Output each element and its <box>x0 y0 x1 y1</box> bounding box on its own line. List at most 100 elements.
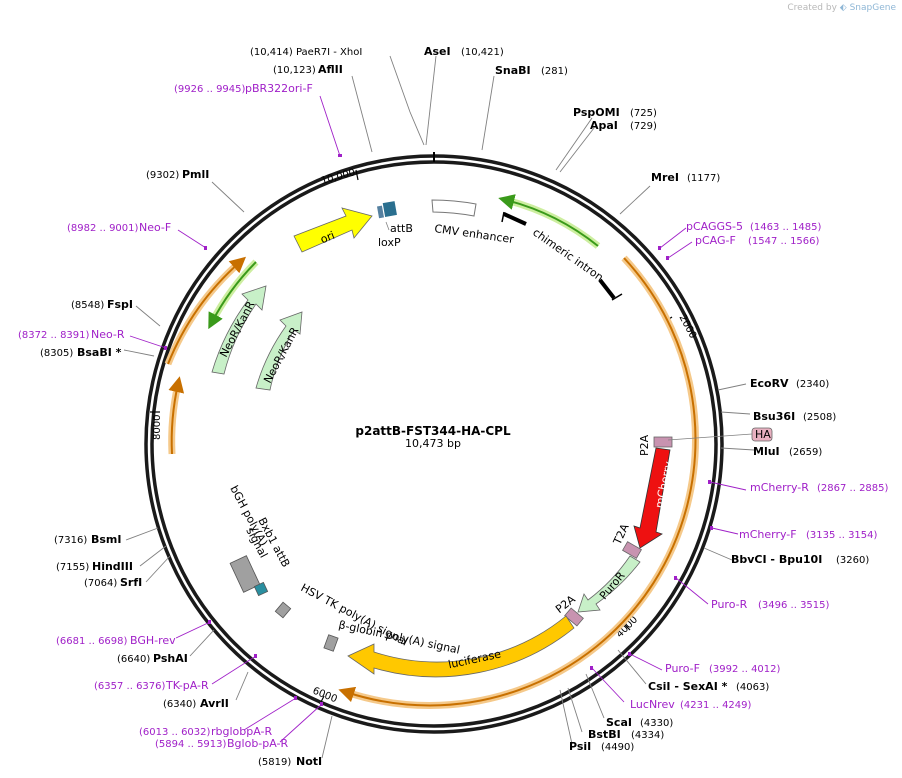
enzyme-srfi: SrfI <box>120 576 142 589</box>
enzyme-bbvci-pos: (3260) <box>836 555 869 566</box>
primer-lucnrev: LucNrev <box>630 698 675 711</box>
enzyme-mrei: MreI <box>651 171 679 184</box>
attB-label: attB <box>390 222 413 235</box>
enzyme-asei-pos: (10,421) <box>461 47 504 58</box>
enzyme-bbvci-bpu10i: BbvCI - Bpu10I <box>731 553 822 566</box>
tick-label-8000: 8000 <box>152 415 163 440</box>
primer-tk-pa-r-pos: (6357 .. 6376) <box>94 681 166 692</box>
primer-puro-f-pos: (3992 .. 4012) <box>709 664 781 675</box>
chimeric-intron-arc <box>498 194 601 249</box>
mcherry-feature: mCherry <box>633 447 675 549</box>
p2a-top-label: P2A <box>638 434 651 456</box>
ha-feature: HA <box>667 427 773 442</box>
enzyme-apai: ApaI <box>590 119 618 132</box>
primer-puro-f: Puro-F <box>665 662 700 675</box>
enzyme-pspomi: PspOMI <box>573 106 620 119</box>
ori-feature: ori <box>293 207 373 253</box>
enzyme-srfi-pos: (7064) <box>84 578 117 589</box>
enzyme-noti-pos: (5819) <box>258 757 291 768</box>
puror-feature: PuroR <box>577 555 641 613</box>
neo-green-arc <box>208 259 259 330</box>
primer-pcag-f-pos: (1547 .. 1566) <box>748 236 820 247</box>
primer-bglob-pa-r: Bglob-pA-R <box>227 737 289 750</box>
hsv-label: HSV TK poly(A) signal <box>299 581 410 648</box>
loxP-label: loxP <box>378 236 401 249</box>
enzyme-paer7i-xhoi: (10,414) PaeR7I - XhoI <box>250 47 362 58</box>
primer-pcag-f: pCAG-F <box>695 234 736 247</box>
enzyme-asei: AseI <box>424 45 451 58</box>
primer-puro-r-pos: (3496 .. 3515) <box>758 600 830 611</box>
primer-markers <box>164 154 713 706</box>
watermark-prefix: Created by <box>787 3 837 13</box>
enzyme-bsabi-pos: (8305) <box>40 348 73 359</box>
p2a-top-feature: P2A <box>638 434 673 456</box>
enzyme-bstbi: BstBI <box>588 728 621 741</box>
enzyme-aflii: AflII <box>318 63 343 76</box>
tick-label-2000: 2000 <box>677 313 699 341</box>
enzyme-apai-pos: (729) <box>630 121 657 132</box>
neo-feature-1: NeoR/KanR <box>211 285 267 375</box>
enzyme-aflii-pos: (10,123) <box>273 65 316 76</box>
enzyme-noti: NotI <box>296 755 322 768</box>
enzyme-leaders <box>123 55 755 759</box>
polyA-features: β-globin poly(A) signal HSV TK poly(A) s… <box>227 483 461 656</box>
enzyme-bsmi-pos: (7316) <box>54 535 87 546</box>
primer-puro-r: Puro-R <box>711 598 748 611</box>
primer-neo-r-pos: (8372 .. 8391) <box>18 330 90 341</box>
orange-arc-right <box>338 255 699 709</box>
primer-pcaggs-5: pCAGGS-5 <box>686 220 743 233</box>
primer-bgh-rev: BGH-rev <box>130 634 176 647</box>
ori-label: ori <box>318 229 336 246</box>
cmv-enhancer-feature: CMV enhancer <box>431 199 515 246</box>
primer-pbr322ori-f-pos: (9926 .. 9945) <box>174 84 246 95</box>
ha-label: HA <box>755 428 771 441</box>
chimeric-intron-label: chimeric intron <box>530 226 605 284</box>
enzyme-mlui: MluI <box>753 445 780 458</box>
enzyme-pshai: PshAI <box>153 652 188 665</box>
neo-feature-2: NeoR/KanR <box>255 311 303 391</box>
enzyme-avrii: AvrII <box>200 697 229 710</box>
enzyme-psii-pos: (4490) <box>601 742 634 753</box>
enzyme-snabi-pos: (281) <box>541 66 568 77</box>
enzyme-mrei-pos: (1177) <box>687 173 720 184</box>
enzyme-bsu36i-pos: (2508) <box>803 412 836 423</box>
enzyme-scai-pos: (4330) <box>640 718 673 729</box>
primer-pcaggs-5-pos: (1463 .. 1485) <box>750 222 822 233</box>
primer-mcherry-r-pos: (2867 .. 2885) <box>817 483 889 494</box>
primer-labels: (9926 .. 9945) pBR322ori-F (8982 .. 9001… <box>18 82 889 750</box>
enzyme-snabi: SnaBI <box>495 64 531 77</box>
enzyme-fspi: FspI <box>107 298 133 311</box>
enzyme-pspomi-pos: (725) <box>630 108 657 119</box>
primer-pbr322ori-f: pBR322ori-F <box>245 82 313 95</box>
orange-arc-left-upper <box>164 256 246 366</box>
primer-mcherry-f-pos: (3135 .. 3154) <box>806 530 878 541</box>
primer-mcherry-f: mCherry-F <box>739 528 797 541</box>
primer-neo-f-pos: (8982 .. 9001) <box>67 223 139 234</box>
primer-bgh-rev-pos: (6681 .. 6698) <box>56 636 128 647</box>
primer-bglob-pa-r-pos: (5894 .. 5913) <box>155 739 227 750</box>
cmv-enhancer-label: CMV enhancer <box>434 222 515 246</box>
enzyme-ecorv-pos: (2340) <box>796 379 829 390</box>
enzyme-pshai-pos: (6640) <box>117 654 150 665</box>
enzyme-fspi-pos: (8548) <box>71 300 104 311</box>
enzyme-pmli-pos: (9302) <box>146 170 179 181</box>
primer-neo-f: Neo-F <box>139 221 171 234</box>
enzyme-bsu36i: Bsu36I <box>753 410 795 423</box>
enzyme-avrii-pos: (6340) <box>163 699 196 710</box>
enzyme-bsabi: BsaBI * <box>77 346 122 359</box>
orange-arc-left-lower <box>168 376 185 455</box>
attB-feature: attB loxP <box>376 201 413 249</box>
enzyme-csii-pos: (4063) <box>736 682 769 693</box>
tick-label-10000: 10,000 <box>320 167 357 187</box>
enzyme-bsmi: BsmI <box>91 533 122 546</box>
enzyme-hindiii-pos: (7155) <box>56 562 89 573</box>
enzyme-scai: ScaI <box>606 716 632 729</box>
plasmid-length: 10,473 bp <box>405 437 461 450</box>
puror-label: PuroR <box>597 569 628 602</box>
primer-leaders <box>129 95 747 743</box>
enzyme-csii-sexai: CsiI - SexAI * <box>648 680 728 693</box>
enzyme-bstbi-pos: (4334) <box>631 730 664 741</box>
primer-mcherry-r: mCherry-R <box>750 481 809 494</box>
enzyme-psii: PsiI <box>569 740 591 753</box>
